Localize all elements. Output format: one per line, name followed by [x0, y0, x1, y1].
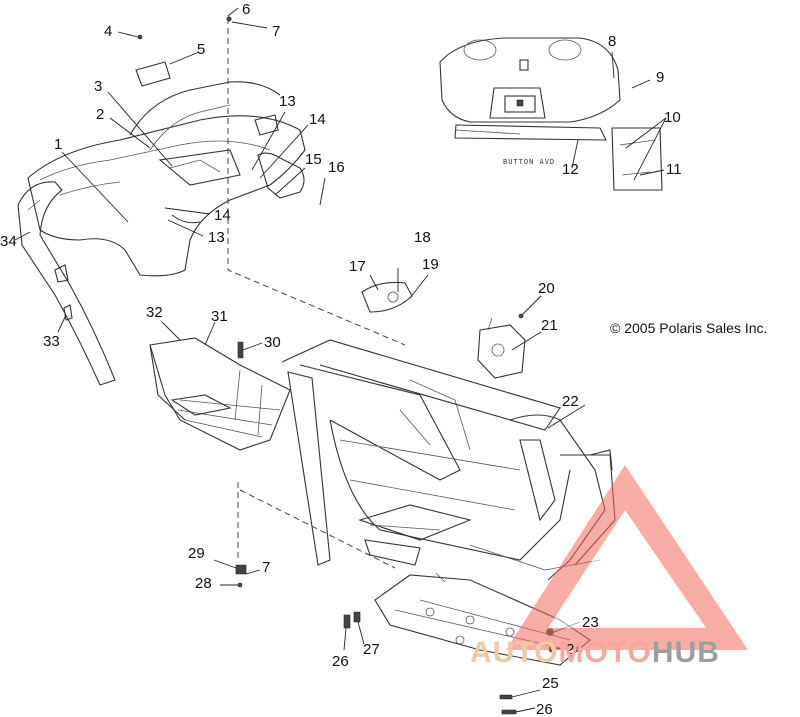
callout-7-top: 7 [272, 23, 281, 40]
watermark-moto: MOTO [558, 636, 652, 669]
callout-24: 24 [566, 641, 583, 658]
front-fender [439, 37, 621, 141]
callout-16: 16 [328, 159, 345, 176]
callout-6: 6 [242, 1, 251, 18]
callout-2: 2 [96, 106, 105, 123]
bracket-17 [361, 268, 413, 313]
decal-panels [611, 127, 663, 191]
callout-10: 10 [664, 109, 681, 126]
callout-13-top: 13 [279, 93, 296, 110]
leader-lines [14, 7, 667, 713]
callout-27: 27 [363, 641, 380, 658]
callout-1: 1 [54, 136, 63, 153]
fender-stencil-text: BUTTON AVD [503, 158, 556, 166]
callout-31: 31 [211, 308, 228, 325]
bracket-21 [477, 317, 526, 379]
callout-14-top: 14 [309, 111, 326, 128]
callout-22: 22 [562, 393, 579, 410]
callout-18: 18 [414, 229, 431, 246]
callout-17: 17 [349, 258, 366, 275]
callout-26-left: 26 [332, 653, 349, 670]
callout-15: 15 [305, 151, 322, 168]
assembly-centerline [227, 18, 406, 346]
callout-4: 4 [104, 23, 113, 40]
watermark-auto: AUTO [470, 636, 559, 669]
callout-7-lower: 7 [262, 559, 271, 576]
callout-3: 3 [94, 78, 103, 95]
callout-8: 8 [608, 33, 617, 50]
callout-34: 34 [0, 233, 17, 250]
main-frame [281, 339, 616, 581]
callout-23: 23 [582, 614, 599, 631]
part-6-bolt [226, 16, 232, 22]
assembly-centerline-lower-diag [239, 489, 396, 569]
callout-26-bottom: 26 [536, 701, 553, 717]
rear-side-panel [17, 181, 116, 386]
rear-rack-basket [149, 337, 291, 451]
callout-25: 25 [542, 675, 559, 692]
callout-19: 19 [422, 256, 439, 273]
callout-9: 9 [656, 69, 665, 86]
watermark-logo [506, 465, 748, 650]
watermark-text: AUTOMOTOHUB [470, 636, 720, 670]
watermark-hub: HUB [651, 636, 720, 669]
callout-13-lower: 13 [208, 229, 225, 246]
callout-28: 28 [195, 575, 212, 592]
part-4-bolt [137, 34, 143, 40]
callout-5: 5 [197, 41, 206, 58]
callout-14-lower: 14 [214, 207, 231, 224]
callout-21: 21 [541, 317, 558, 334]
callout-12: 12 [562, 161, 579, 178]
callout-20: 20 [538, 280, 555, 297]
callout-11: 11 [666, 161, 682, 178]
callout-33: 33 [43, 333, 60, 350]
part-5-shape [135, 61, 171, 87]
copyright-notice: © 2005 Polaris Sales Inc. [610, 320, 768, 336]
callout-30: 30 [264, 334, 281, 351]
callout-32: 32 [146, 304, 163, 321]
rear-fender-rack [27, 81, 306, 277]
callout-29: 29 [188, 545, 205, 562]
